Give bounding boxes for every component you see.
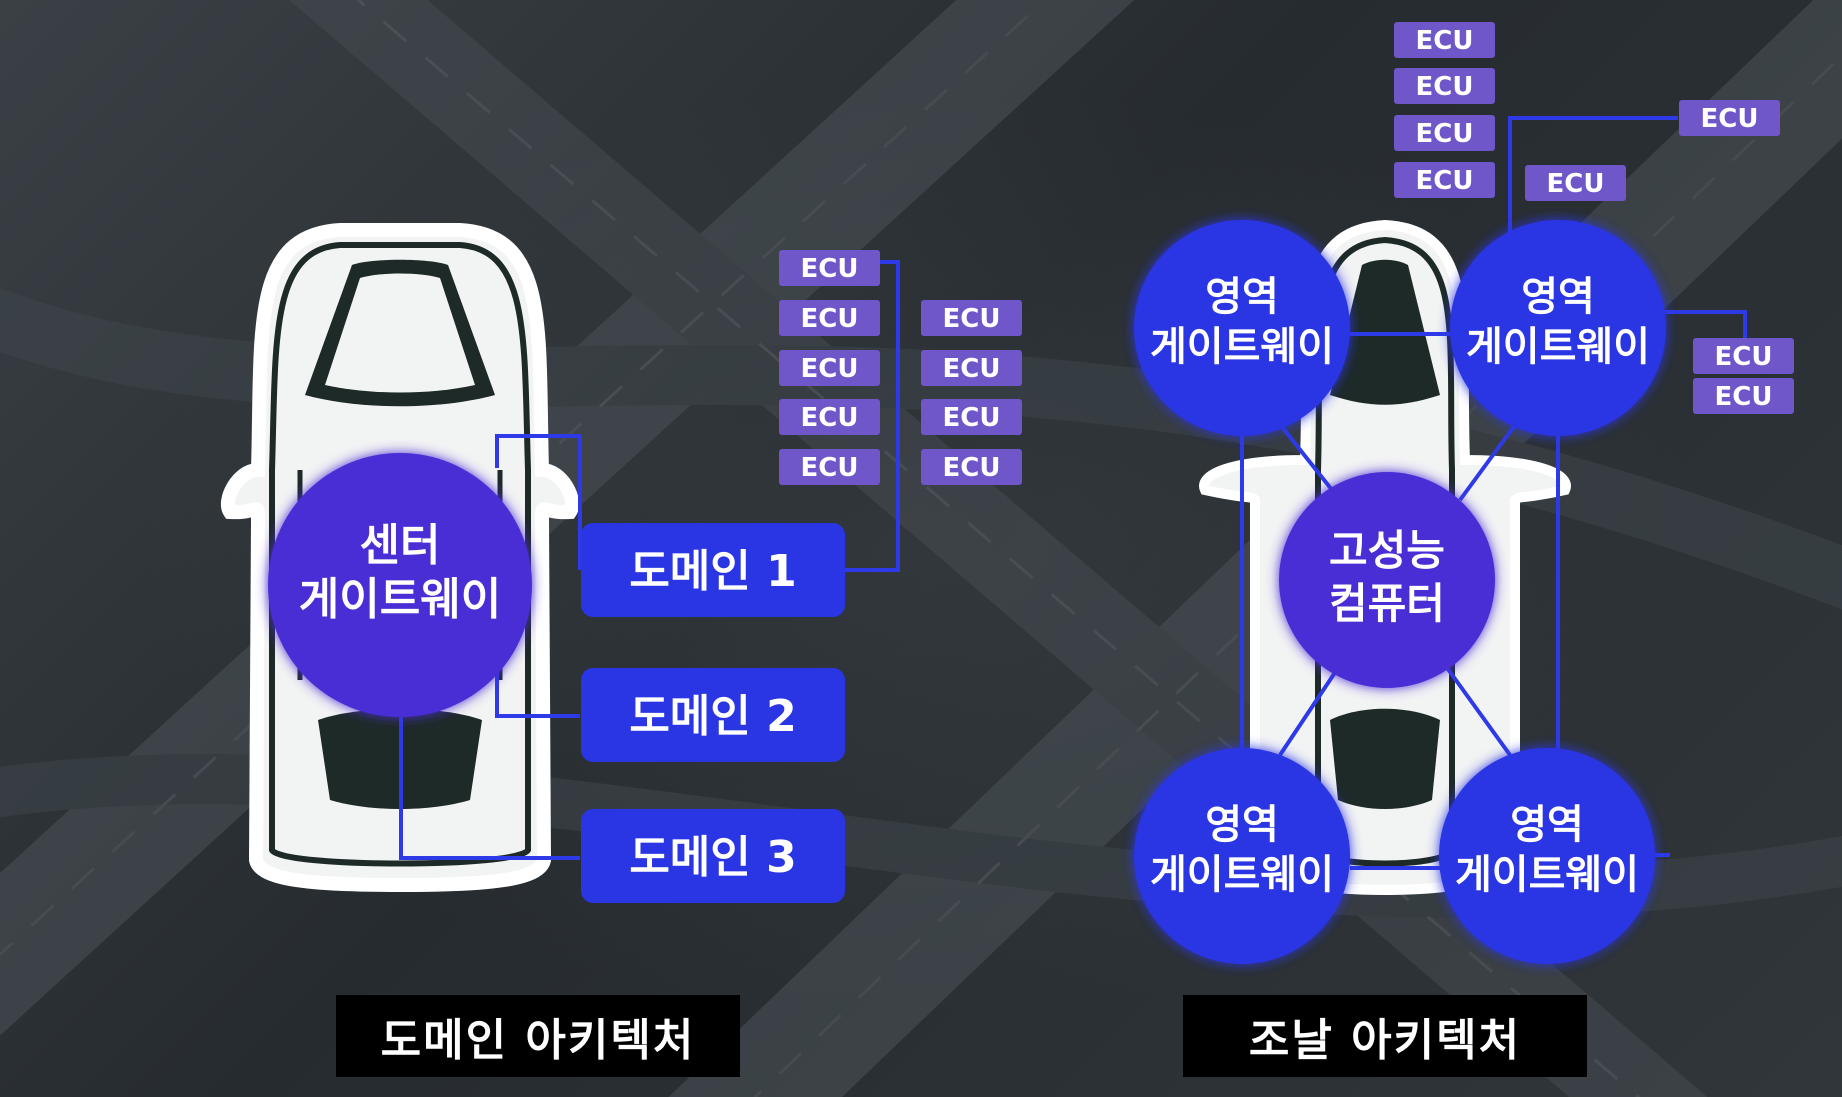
domain-2-box: 도메인 2 <box>581 668 845 762</box>
ecu-chip: ECU <box>921 300 1022 336</box>
ecu-label: ECU <box>801 304 859 334</box>
ecu-label: ECU <box>801 453 859 483</box>
ecu-chip: ECU <box>779 250 880 286</box>
domain-3-label: 도메인 3 <box>629 832 796 883</box>
center-gateway-line1: 센터 <box>360 520 441 571</box>
ecu-label: ECU <box>801 354 859 384</box>
ecu-chip: ECU <box>1679 100 1780 136</box>
domain-1-label: 도메인 1 <box>629 546 796 597</box>
zone-gateway-top-right-line2: 게이트웨이 <box>1466 324 1650 370</box>
zone-gateway-top-left-line2: 게이트웨이 <box>1150 324 1334 370</box>
ecu-chip: ECU <box>921 449 1022 485</box>
ecu-label: ECU <box>1416 26 1474 56</box>
ecu-chip: ECU <box>1525 165 1626 201</box>
domain-ecu-chips: ECU ECU ECU ECU ECU ECU ECU ECU ECU <box>779 250 1022 485</box>
ecu-chip: ECU <box>1394 68 1495 104</box>
zone-gateway-bottom-left-line1: 영역 <box>1205 802 1279 848</box>
ecu-label: ECU <box>1701 104 1759 134</box>
ecu-chip: ECU <box>779 399 880 435</box>
ecu-chip: ECU <box>1693 338 1794 374</box>
ecu-label: ECU <box>1416 72 1474 102</box>
ecu-chip: ECU <box>779 449 880 485</box>
computer-line2: 컴퓨터 <box>1329 579 1445 628</box>
domain-connection-lines <box>399 260 900 860</box>
ecu-chip: ECU <box>921 399 1022 435</box>
ecu-label: ECU <box>943 304 1001 334</box>
zone-gateway-bottom-right: 영역 게이트웨이 <box>1439 748 1655 964</box>
ecu-label: ECU <box>1416 166 1474 196</box>
ecu-chip: ECU <box>1394 22 1495 58</box>
ecu-label: ECU <box>1547 169 1605 199</box>
ecu-chip: ECU <box>1693 378 1794 414</box>
center-gateway-line2: 게이트웨이 <box>299 574 501 625</box>
domain-3-box: 도메인 3 <box>581 809 845 903</box>
ecu-chip: ECU <box>1394 115 1495 151</box>
zone-gateway-top-right: 영역 게이트웨이 <box>1450 220 1666 436</box>
zone-gateway-bottom-right-line1: 영역 <box>1510 802 1584 848</box>
ecu-label: ECU <box>943 403 1001 433</box>
domain-2-label: 도메인 2 <box>629 691 796 742</box>
ecu-label: ECU <box>1715 342 1773 372</box>
ecu-label: ECU <box>1416 119 1474 149</box>
ecu-chip: ECU <box>1394 162 1495 198</box>
center-gateway-node: 센터 게이트웨이 <box>268 453 532 717</box>
ecu-chip: ECU <box>779 350 880 386</box>
zonal-architecture-caption: 조날 아키텍처 <box>1183 995 1587 1077</box>
zone-gateway-top-right-line1: 영역 <box>1521 274 1595 320</box>
ecu-label: ECU <box>943 354 1001 384</box>
computer-line1: 고성능 <box>1329 526 1445 575</box>
zone-gateway-bottom-left-line2: 게이트웨이 <box>1150 852 1334 898</box>
ecu-chip: ECU <box>779 300 880 336</box>
zonal-connection-lines <box>1240 116 1747 870</box>
high-performance-computer-node: 고성능 컴퓨터 <box>1279 472 1495 688</box>
zone-gateway-top-left-line1: 영역 <box>1205 274 1279 320</box>
zonal-ecu-chips: ECU ECU ECU ECU ECU ECU ECU ECU <box>1394 22 1794 414</box>
ecu-chip: ECU <box>921 350 1022 386</box>
ecu-label: ECU <box>801 254 859 284</box>
ecu-label: ECU <box>801 403 859 433</box>
domain-architecture-caption: 도메인 아키텍처 <box>336 995 740 1077</box>
domain-1-box: 도메인 1 <box>581 523 845 617</box>
ecu-label: ECU <box>943 453 1001 483</box>
zone-gateway-bottom-right-line2: 게이트웨이 <box>1455 852 1639 898</box>
zone-gateway-top-left: 영역 게이트웨이 <box>1134 220 1350 436</box>
zone-gateway-bottom-left: 영역 게이트웨이 <box>1134 748 1350 964</box>
ecu-label: ECU <box>1715 382 1773 412</box>
